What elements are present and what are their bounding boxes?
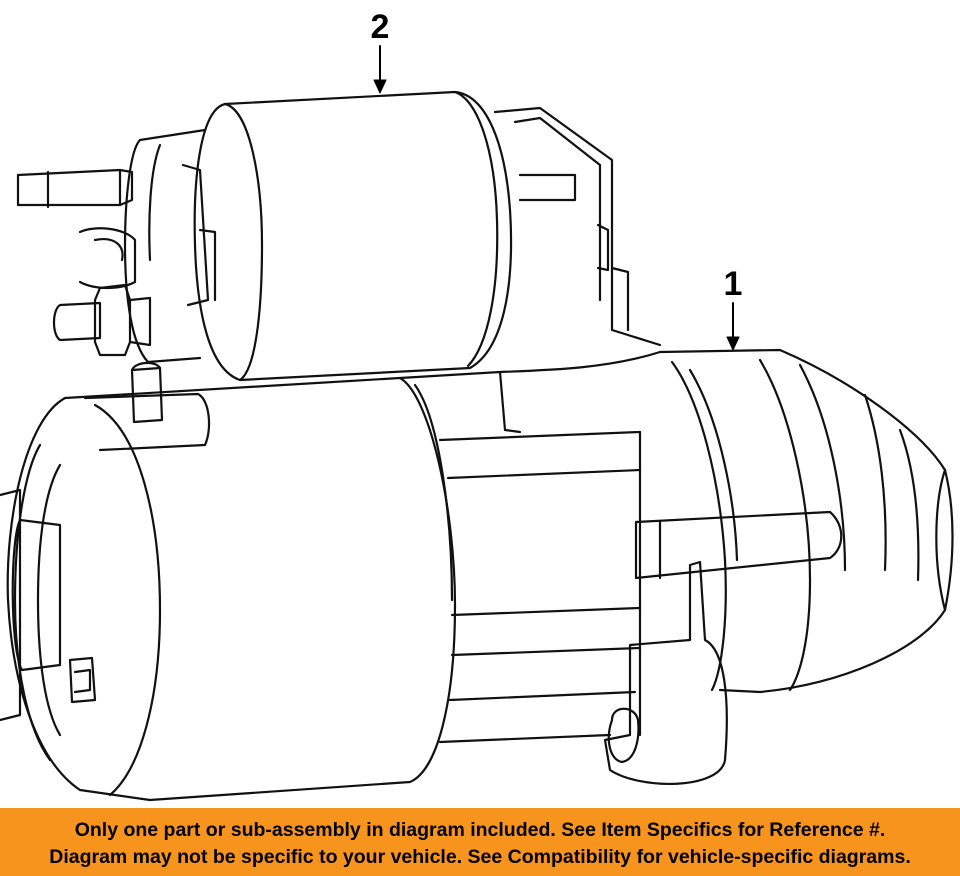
solenoid-drawing	[16, 90, 662, 424]
disclaimer-line-2: Diagram may not be specific to your vehi…	[49, 846, 911, 868]
callout-1: 1	[724, 265, 743, 351]
callout-2-arrowhead	[373, 79, 387, 94]
callout-1-arrowhead	[726, 336, 740, 351]
disclaimer-banner: Only one part or sub-assembly in diagram…	[0, 808, 960, 876]
starter-motor-drawing	[0, 348, 954, 802]
disclaimer-line-1: Only one part or sub-assembly in diagram…	[74, 819, 886, 841]
starter-motor-diagram: 2 1	[0, 8, 954, 802]
callout-2: 2	[371, 8, 390, 94]
callout-number-2: 2	[371, 8, 390, 46]
callout-number-1: 1	[724, 265, 743, 303]
